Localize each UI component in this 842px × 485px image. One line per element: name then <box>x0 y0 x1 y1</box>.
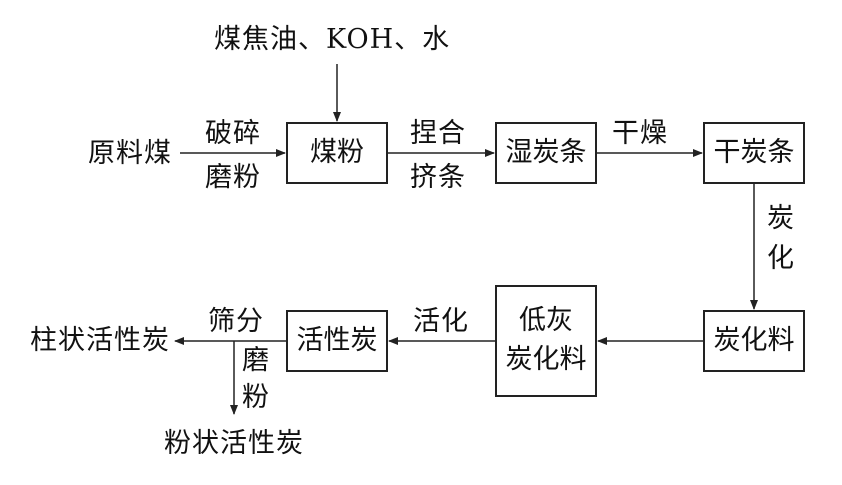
edge-sieve-label: 筛分 <box>208 306 264 337</box>
box-coal-powder-label: 煤粉 <box>310 137 364 168</box>
top-input-label: 煤焦油、KOH、水 <box>214 24 451 55</box>
edge-carbonize-line2: 化 <box>767 243 795 274</box>
edge-activate-label: 活化 <box>413 306 469 337</box>
box-activated-label: 活性炭 <box>296 325 378 356</box>
output-powder-label: 粉状活性炭 <box>164 428 304 459</box>
box-low-ash-line1: 低灰 <box>519 305 573 336</box>
edge-knead-line1: 捏合 <box>410 118 466 149</box>
edge-crush-line2: 磨粉 <box>205 162 261 193</box>
edge-carbonize-line1: 炭 <box>767 203 795 234</box>
edge-grind-line1: 磨 <box>242 345 270 376</box>
box-wet-strip-label: 湿炭条 <box>505 137 587 168</box>
output-columnar-label: 柱状活性炭 <box>30 325 170 356</box>
box-carbonized-label: 炭化料 <box>713 325 795 356</box>
box-dry-strip-label: 干炭条 <box>713 137 795 168</box>
start-label: 原料煤 <box>88 138 172 169</box>
edge-grind-line2: 粉 <box>242 382 270 413</box>
edge-knead-line2: 挤条 <box>410 162 466 193</box>
edge-crush-line1: 破碎 <box>205 118 261 149</box>
box-low-ash-line2: 炭化料 <box>505 344 587 375</box>
box-low-ash <box>495 285 597 397</box>
edge-dry-label: 干燥 <box>612 118 668 149</box>
